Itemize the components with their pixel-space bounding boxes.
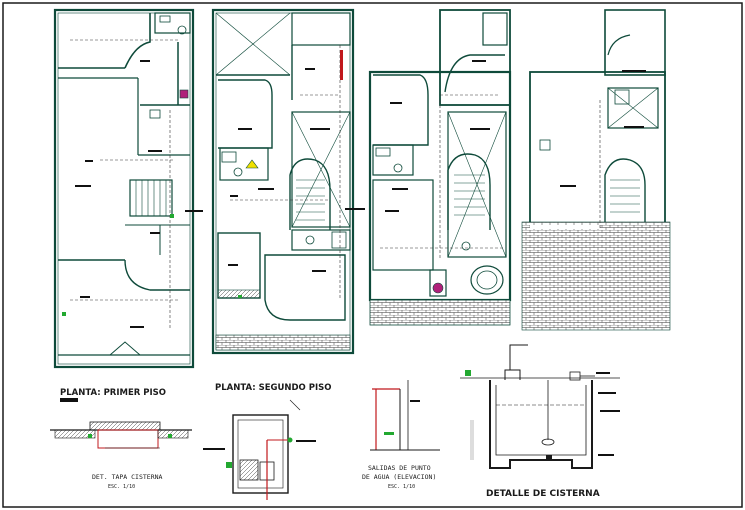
detail-registro (203, 399, 316, 500)
plan-tercer-piso (368, 9, 512, 326)
tapa-scale: ESC. 1/10 (108, 484, 135, 490)
plan2-title: PLANTA: SEGUNDO PISO (215, 383, 331, 393)
detail-tapa-cisterna (50, 421, 192, 449)
detail-cisterna (460, 344, 620, 469)
tapa-title: DET. TAPA CISTERNA (92, 473, 163, 481)
salidas-title-2: DE AGUA (ELEVACION) (362, 473, 436, 481)
plan-primer-piso (53, 8, 203, 369)
cisterna-title: DETALLE DE CISTERNA (486, 489, 600, 499)
plan1-title: PLANTA: PRIMER PISO (60, 388, 166, 398)
plan-segundo-piso (211, 8, 365, 355)
salidas-scale: ESC. 1/10 (388, 484, 415, 490)
plan-azotea (521, 9, 671, 331)
detail-salidas-agua (370, 380, 440, 451)
salidas-title-1: SALIDAS DE PUNTO (368, 464, 431, 472)
